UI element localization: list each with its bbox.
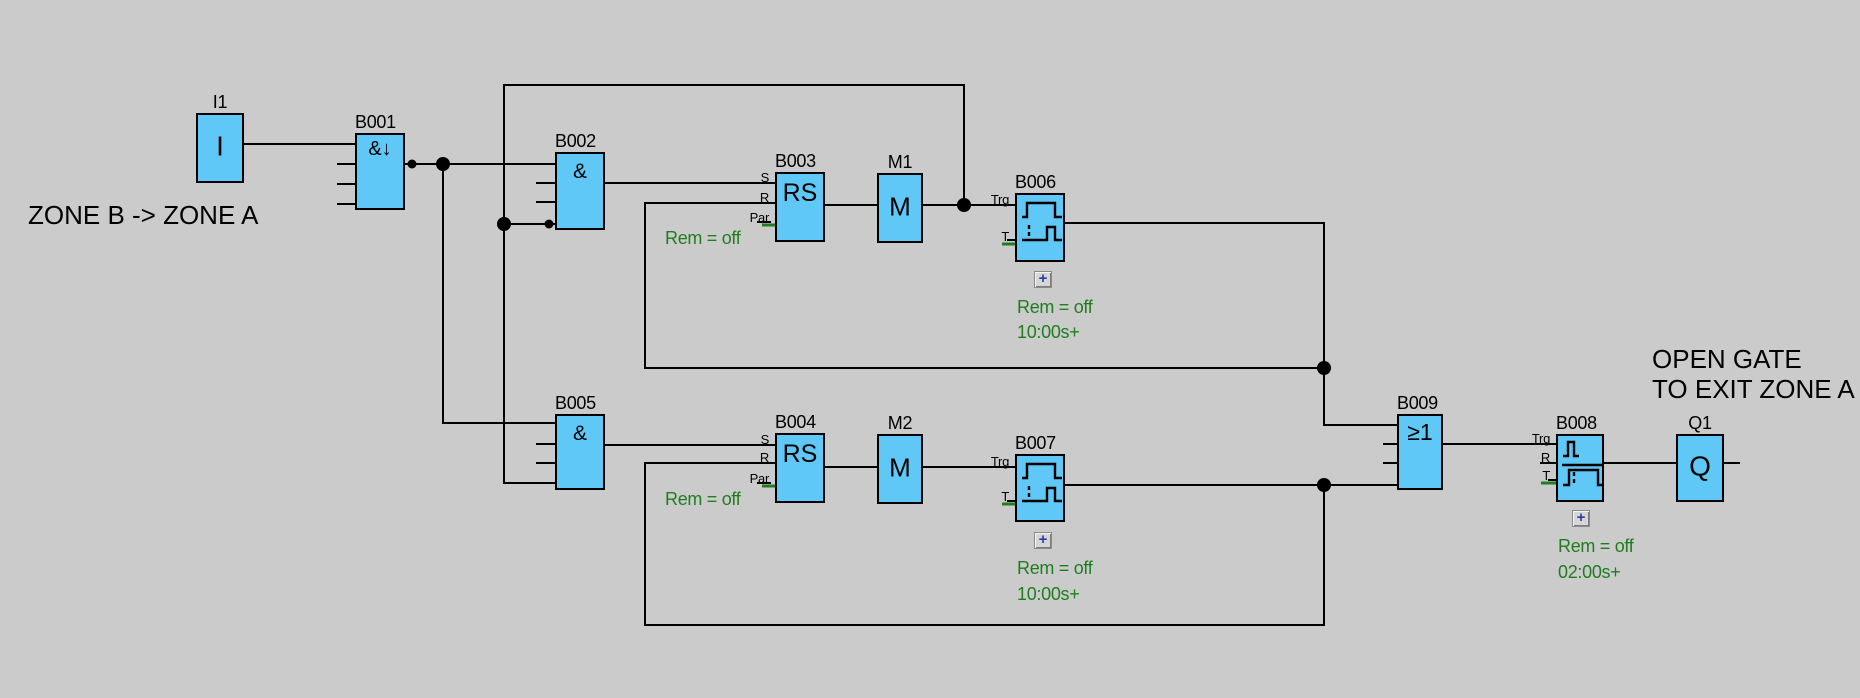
- junction-dot: [957, 198, 971, 212]
- retentive-on-delay-timer-icon: [1558, 436, 1606, 509]
- b008-expand-button[interactable]: +: [1572, 510, 1590, 527]
- b008-pin-r: R: [1540, 450, 1550, 465]
- i1-symbol: I: [216, 130, 224, 162]
- b007-pin-trg: Trg: [990, 454, 1009, 469]
- block-b008-label: B008: [1556, 413, 1597, 433]
- block-m2[interactable]: M: [877, 434, 923, 504]
- block-i1-label: I1: [212, 92, 228, 112]
- block-b004[interactable]: RS: [775, 433, 825, 503]
- block-m2-label: M2: [887, 413, 913, 433]
- b004-pin-par: Par: [749, 471, 770, 486]
- block-b002-label: B002: [555, 131, 596, 151]
- block-b005-label: B005: [555, 393, 596, 413]
- b003-pin-par: Par: [749, 210, 770, 225]
- b002-symbol: &: [572, 160, 587, 183]
- wire-b006-out-to-b009-in1: [1065, 222, 1397, 426]
- block-b007-label: B007: [1015, 433, 1056, 453]
- b006-param-text-1: Rem = off: [1017, 297, 1093, 317]
- block-i1[interactable]: I: [196, 113, 244, 183]
- b003-symbol: RS: [782, 179, 818, 207]
- wire-b001-branch-to-b005-in1: [442, 164, 555, 424]
- block-b009-label: B009: [1397, 393, 1438, 413]
- b004-pin-s: S: [760, 432, 770, 447]
- b005-symbol: &: [572, 422, 587, 445]
- b001-symbol: &↓: [368, 138, 392, 160]
- b003-pin-r: R: [759, 190, 769, 205]
- comment-zone-label[interactable]: ZONE B -> ZONE A: [28, 200, 259, 230]
- block-b006[interactable]: [1015, 193, 1065, 262]
- b006-param-text-2: 10:00s+: [1017, 322, 1080, 342]
- b006-expand-button[interactable]: +: [1034, 271, 1052, 288]
- b007-param-text-1: Rem = off: [1017, 558, 1093, 578]
- block-b002[interactable]: &: [555, 152, 605, 230]
- b004-param-text: Rem = off: [665, 489, 741, 509]
- junction-dot: [497, 217, 511, 231]
- comment-gate-label-line2[interactable]: TO EXIT ZONE A: [1652, 374, 1855, 404]
- block-b003[interactable]: RS: [775, 172, 825, 242]
- block-b004-label: B004: [775, 412, 816, 432]
- block-b005[interactable]: &: [555, 414, 605, 490]
- b007-pin-t: T: [1001, 489, 1009, 504]
- block-m1[interactable]: M: [877, 173, 923, 243]
- block-b003-label: B003: [775, 151, 816, 171]
- block-b009[interactable]: ≥1: [1397, 414, 1443, 490]
- b004-pin-r: R: [759, 450, 769, 465]
- block-b007[interactable]: [1015, 454, 1065, 522]
- b004-symbol: RS: [782, 440, 818, 468]
- b008-param-text-1: Rem = off: [1558, 536, 1634, 556]
- junction-dot: [436, 157, 450, 171]
- m2-symbol: M: [889, 452, 911, 483]
- b006-pin-t: T: [1001, 229, 1009, 244]
- wire-b007-feedback-to-b004-r: [644, 462, 1325, 626]
- comment-gate-label-line1[interactable]: OPEN GATE: [1652, 344, 1802, 374]
- wire-m1-feedback-loop: [503, 84, 965, 484]
- block-q1-label: Q1: [1688, 413, 1712, 433]
- b006-pin-trg: Trg: [990, 192, 1009, 207]
- b007-expand-button[interactable]: +: [1034, 532, 1052, 549]
- wire-b006-feedback-to-b003-r: [644, 202, 1324, 369]
- junction-dot: [1317, 361, 1331, 375]
- b007-param-text-2: 10:00s+: [1017, 584, 1080, 604]
- b003-param-text: Rem = off: [665, 228, 741, 248]
- pin-dot: [544, 219, 554, 229]
- q1-symbol: Q: [1689, 450, 1711, 482]
- b008-pin-t: T: [1542, 468, 1550, 483]
- block-b001[interactable]: &↓: [355, 133, 405, 210]
- b009-symbol: ≥1: [1407, 419, 1433, 445]
- junction-dot: [1317, 478, 1331, 492]
- block-m1-label: M1: [887, 152, 913, 172]
- block-b008[interactable]: [1556, 434, 1604, 502]
- on-delay-timer-icon: [1017, 195, 1067, 269]
- block-b006-label: B006: [1015, 172, 1056, 192]
- block-b001-label: B001: [355, 112, 396, 132]
- on-delay-timer-icon: [1017, 456, 1067, 530]
- pin-dot: [407, 159, 417, 169]
- b008-pin-trg: Trg: [1531, 431, 1550, 446]
- b008-param-text-2: 02:00s+: [1558, 562, 1621, 582]
- block-q1[interactable]: Q: [1676, 434, 1724, 502]
- b003-pin-s: S: [760, 170, 770, 185]
- m1-symbol: M: [889, 191, 911, 222]
